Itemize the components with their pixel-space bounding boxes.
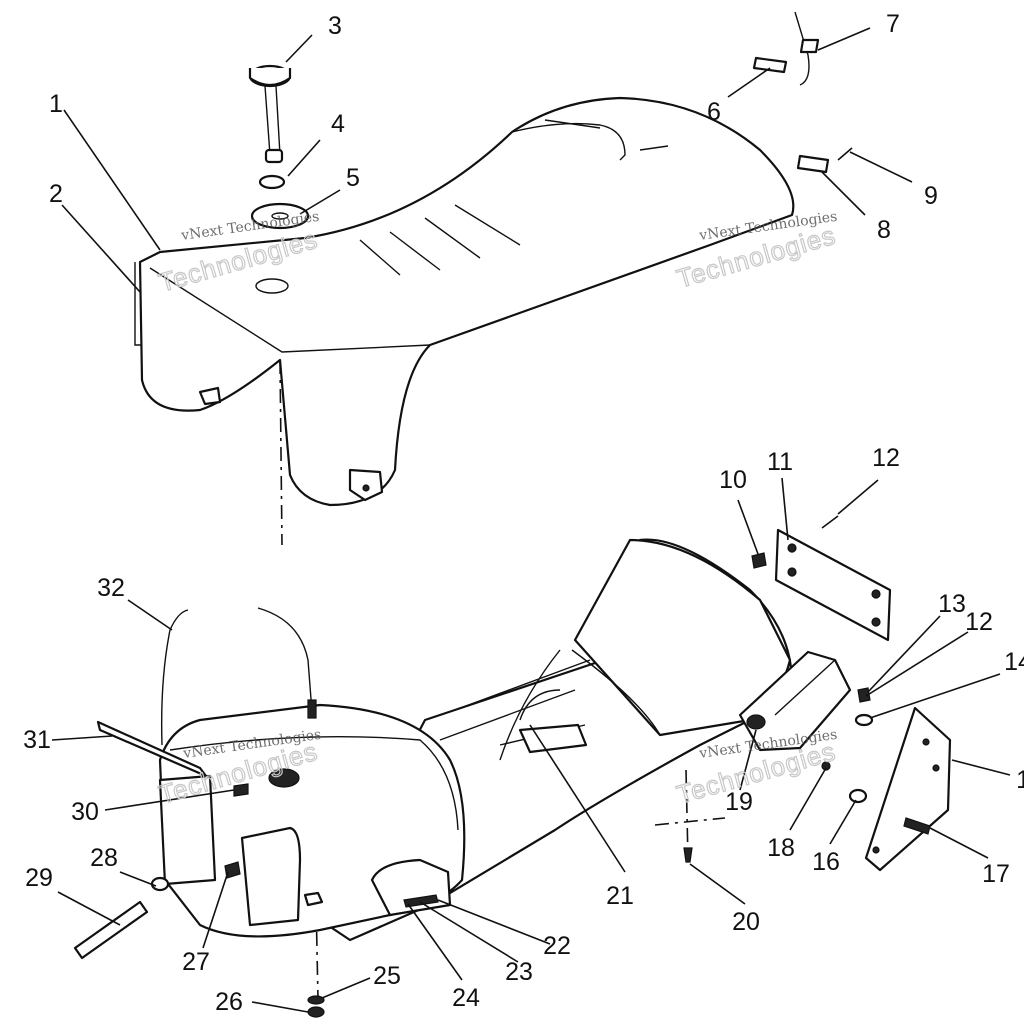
bolt-17 (903, 817, 931, 835)
callout-26: 26 (215, 988, 243, 1016)
fuel-cap-3 (248, 64, 292, 164)
callout-labels: 3 1 2 4 5 6 7 8 9 10 11 12 13 12 14 15 1… (23, 10, 1024, 1016)
callout-23: 23 (505, 958, 533, 986)
emblem-6 (752, 56, 788, 74)
washer-25 (307, 995, 325, 1005)
bushing-19 (746, 714, 766, 730)
screw-9 (837, 147, 853, 161)
callout-8: 8 (877, 216, 891, 244)
callout-24: 24 (452, 984, 480, 1012)
callout-6: 6 (707, 98, 721, 126)
bolt-12a (821, 515, 839, 529)
leader-lines (51, 27, 1011, 1013)
callout-5: 5 (346, 164, 360, 192)
callout-17: 17 (982, 860, 1010, 888)
bolt-12b (857, 687, 871, 703)
callout-15: 15 (1016, 766, 1024, 794)
callout-2: 2 (49, 180, 63, 208)
hose-31 (96, 720, 208, 778)
bushing-16 (848, 788, 868, 804)
bracket-7 (794, 11, 810, 86)
nut-26 (307, 1006, 325, 1018)
gasket-4 (258, 174, 286, 190)
callout-12b: 12 (965, 608, 993, 636)
callout-16: 16 (812, 848, 840, 876)
seat-assembly (134, 96, 795, 507)
callout-21: 21 (606, 882, 634, 910)
callout-14: 14 (1004, 648, 1024, 676)
fitting-27 (224, 861, 241, 879)
bolt-20 (683, 847, 693, 863)
callout-18: 18 (767, 834, 795, 862)
callout-12a: 12 (872, 444, 900, 472)
washer-5 (250, 202, 310, 230)
callout-28: 28 (90, 844, 118, 872)
callout-27: 27 (182, 948, 210, 976)
callout-10: 10 (719, 466, 747, 494)
plate-11 (774, 528, 892, 642)
callout-13: 13 (938, 590, 966, 618)
callout-31: 31 (23, 726, 51, 754)
bushing-14 (854, 713, 874, 727)
callout-11: 11 (767, 448, 793, 476)
callout-25: 25 (373, 962, 401, 990)
callout-4: 4 (331, 110, 345, 138)
nut-10 (751, 552, 767, 569)
hose-29 (73, 900, 149, 960)
nut-18 (821, 761, 831, 771)
vent-line-32 (160, 609, 189, 746)
drain-fitting (403, 894, 439, 908)
clamp-28 (150, 876, 170, 892)
callout-30: 30 (71, 798, 99, 826)
fitting-30 (233, 783, 249, 797)
callout-22: 22 (543, 932, 571, 960)
callout-20: 20 (732, 908, 760, 936)
plate-8 (796, 154, 830, 174)
callout-3: 3 (328, 12, 342, 40)
callout-7: 7 (886, 10, 900, 38)
bracket-15 (864, 706, 952, 872)
hitch-bracket-13 (738, 650, 852, 752)
callout-9: 9 (924, 182, 938, 210)
callout-29: 29 (25, 864, 53, 892)
callout-1: 1 (49, 90, 63, 118)
callout-19: 19 (725, 788, 753, 816)
callout-32: 32 (97, 574, 125, 602)
